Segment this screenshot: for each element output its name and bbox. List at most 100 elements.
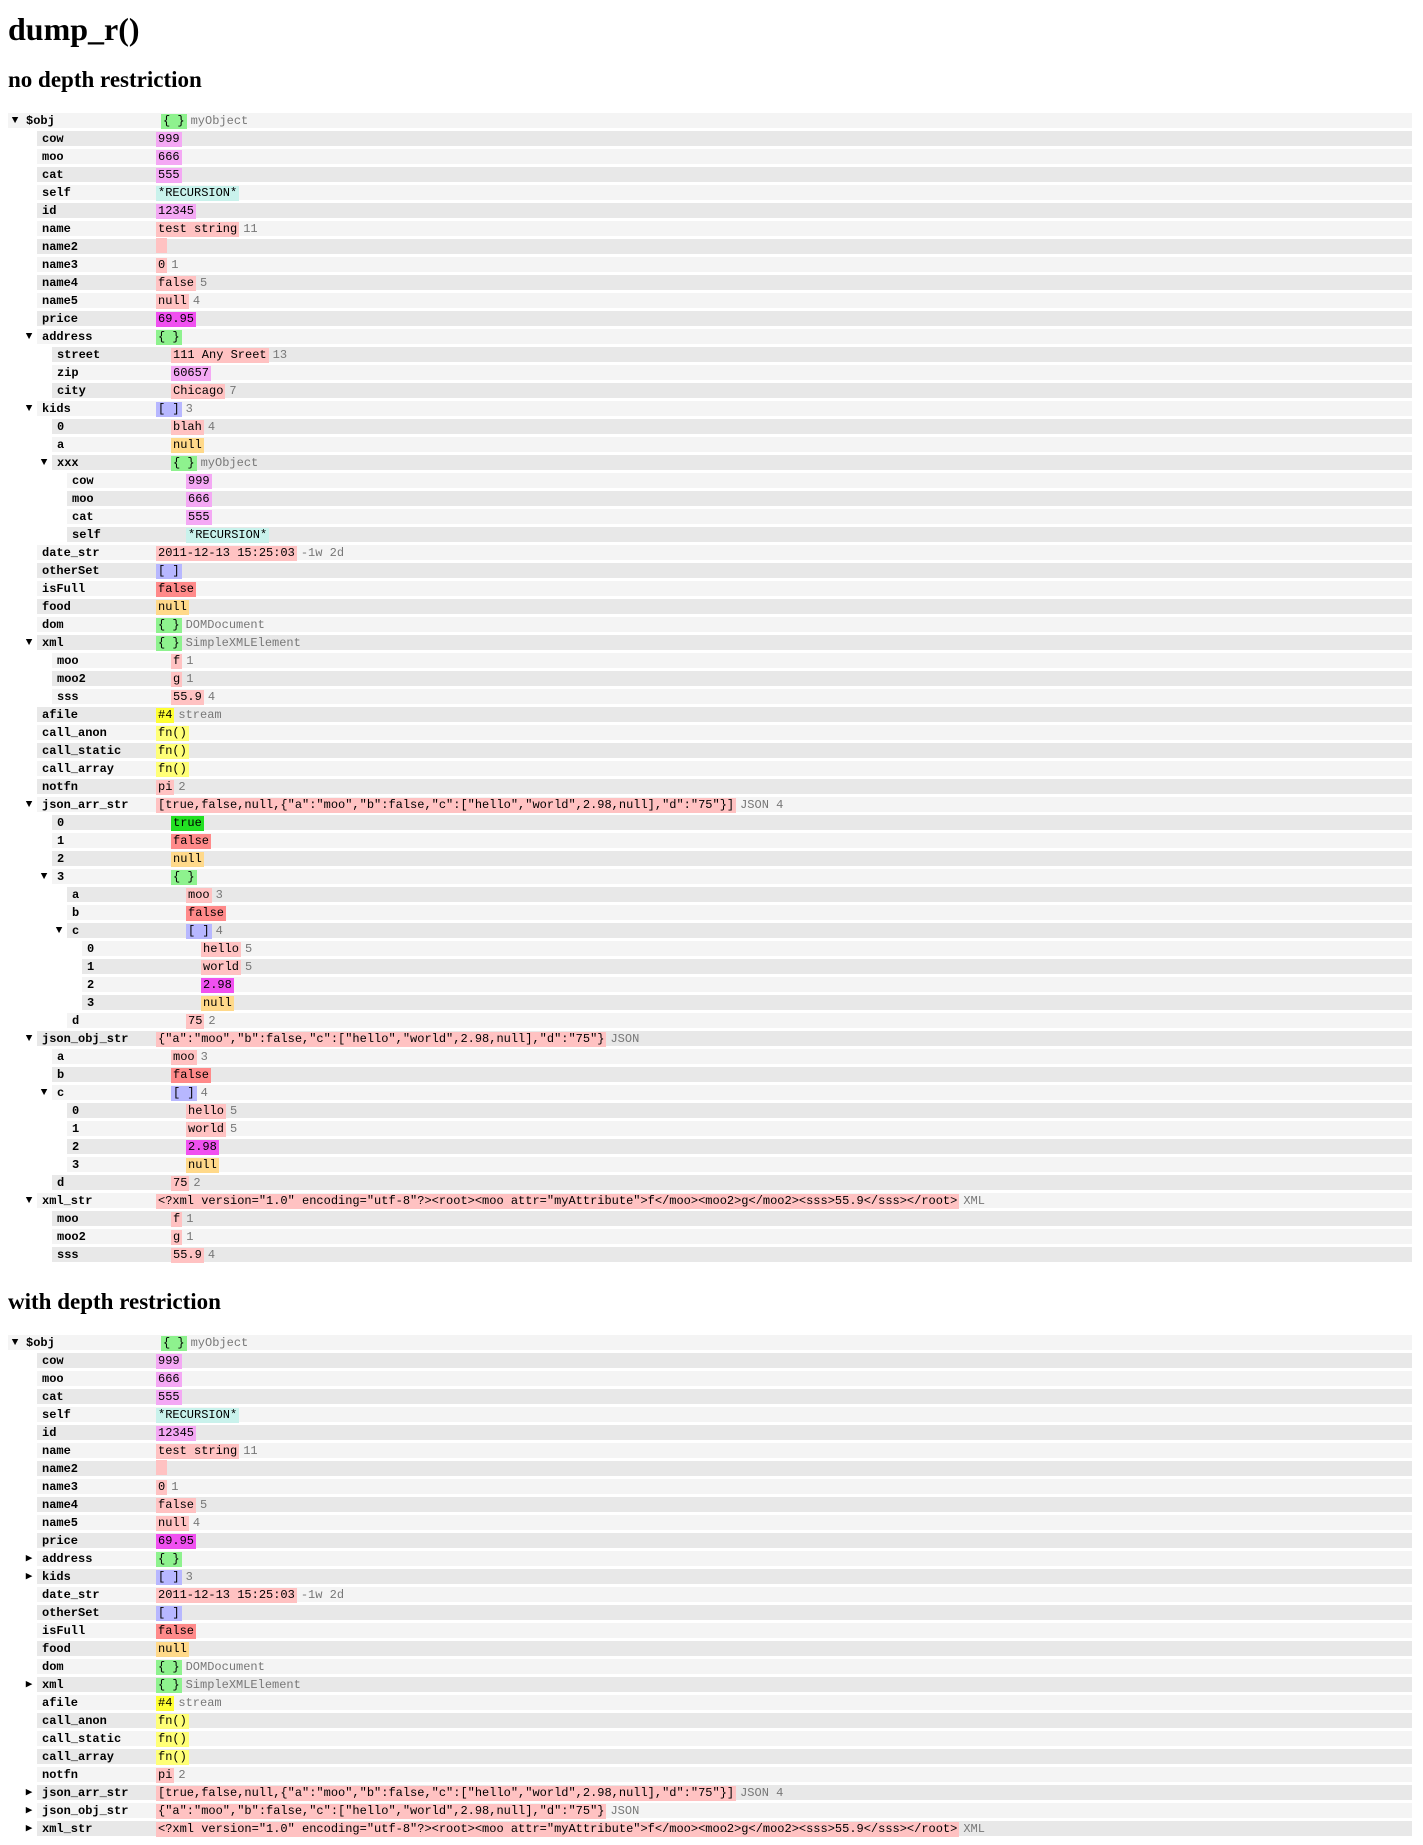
node-key: name3 <box>42 1480 79 1494</box>
expand-down-icon[interactable]: ▼ <box>11 1337 19 1349</box>
row-background <box>52 1211 1412 1226</box>
node-value: *RECURSION* <box>156 186 240 201</box>
row-background <box>37 1443 1412 1458</box>
expand-down-icon[interactable]: ▼ <box>25 403 33 415</box>
row-background <box>37 1461 1412 1476</box>
node-value: world <box>201 960 242 975</box>
tree-row[interactable]: ▼json_arr_str[true,false,null,{"a":"moo"… <box>8 796 1412 814</box>
tree-row[interactable]: ▼3{ } <box>8 868 1412 886</box>
tree-row[interactable]: ▼c[ ]4 <box>8 1084 1412 1102</box>
node-value: { } <box>156 330 182 345</box>
node-value: f <box>171 654 183 669</box>
tree-row[interactable]: ▼kids[ ]3 <box>8 400 1412 418</box>
node-value: [ ] <box>186 924 212 939</box>
node-meta: 11 <box>243 1444 258 1458</box>
row-background <box>52 689 1412 704</box>
node-key: cow <box>72 474 94 488</box>
row-background <box>37 1677 1412 1692</box>
node-meta: JSON <box>610 1804 640 1818</box>
tree-row[interactable]: ▼xml_str<?xml version="1.0" encoding="ut… <box>8 1192 1412 1210</box>
tree-row[interactable]: ▼address{ } <box>8 328 1412 346</box>
collapse-right-icon[interactable]: ▶ <box>25 1805 33 1817</box>
row-background <box>37 743 1412 758</box>
tree-row[interactable]: ▼xxx{ }myObject <box>8 454 1412 472</box>
collapse-right-icon[interactable]: ▶ <box>25 1823 33 1835</box>
collapse-right-icon[interactable]: ▶ <box>25 1553 33 1565</box>
expand-down-icon[interactable]: ▼ <box>40 1087 48 1099</box>
row-background <box>37 185 1412 200</box>
node-key: json_obj_str <box>42 1032 129 1046</box>
expand-down-icon[interactable]: ▼ <box>55 925 63 937</box>
expand-down-icon[interactable]: ▼ <box>25 331 33 343</box>
node-value: false <box>186 906 227 921</box>
tree-row[interactable]: ▼json_obj_str{"a":"moo","b":false,"c":["… <box>8 1030 1412 1048</box>
node-value: [ ] <box>171 1086 197 1101</box>
expand-down-icon[interactable]: ▼ <box>40 871 48 883</box>
node-value: 555 <box>186 510 212 525</box>
expand-down-icon[interactable]: ▼ <box>25 799 33 811</box>
tree-row[interactable]: ▶xml{ }SimpleXMLElement <box>8 1676 1412 1694</box>
row-background <box>37 1479 1412 1494</box>
node-meta: JSON 4 <box>740 798 784 812</box>
row-background <box>67 509 1412 524</box>
row-background <box>52 1229 1412 1244</box>
node-key: otherSet <box>42 564 100 578</box>
row-background <box>37 1623 1412 1638</box>
node-value: [true,false,null,{"a":"moo","b":false,"c… <box>156 1786 737 1801</box>
node-key: json_obj_str <box>42 1804 129 1818</box>
node-meta: 2 <box>178 780 186 794</box>
collapse-right-icon[interactable]: ▶ <box>25 1787 33 1799</box>
node-key: food <box>42 600 71 614</box>
collapse-right-icon[interactable]: ▶ <box>25 1679 33 1691</box>
node-value: false <box>156 276 197 291</box>
node-key: 2 <box>57 852 65 866</box>
expand-down-icon[interactable]: ▼ <box>11 115 19 127</box>
node-meta: 1 <box>171 258 179 272</box>
row-background <box>37 1497 1412 1512</box>
node-value: null <box>156 600 189 615</box>
node-value: { } <box>161 114 187 129</box>
expand-down-icon[interactable]: ▼ <box>25 637 33 649</box>
tree-row[interactable]: ▼xml{ }SimpleXMLElement <box>8 634 1412 652</box>
node-value: fn() <box>156 726 189 741</box>
tree-row[interactable]: ▶json_arr_str[true,false,null,{"a":"moo"… <box>8 1784 1412 1802</box>
node-value: false <box>171 834 212 849</box>
node-meta: 4 <box>192 1516 201 1530</box>
tree-row[interactable]: ▶xml_str<?xml version="1.0" encoding="ut… <box>8 1820 1412 1838</box>
node-meta: 4 <box>200 1086 208 1100</box>
tree-row[interactable]: ▼$obj{ }myObject <box>8 1334 1412 1352</box>
row-background <box>37 707 1412 722</box>
node-key: id <box>42 1426 57 1440</box>
collapse-right-icon[interactable]: ▶ <box>25 1571 33 1583</box>
node-meta: 3 <box>215 888 223 902</box>
tree-row[interactable]: ▶address{ } <box>8 1550 1412 1568</box>
node-meta: 3 <box>185 1570 193 1584</box>
row-background <box>52 1247 1412 1262</box>
row-background <box>37 1569 1412 1584</box>
node-key: self <box>42 186 71 200</box>
node-key: call_anon <box>42 726 107 740</box>
node-key: name4 <box>42 1498 79 1512</box>
tree-row[interactable]: ▼$obj{ }myObject <box>8 112 1412 130</box>
tree-row[interactable]: ▶json_obj_str{"a":"moo","b":false,"c":["… <box>8 1802 1412 1820</box>
expand-down-icon[interactable]: ▼ <box>25 1195 33 1207</box>
tree-row[interactable]: ▶kids[ ]3 <box>8 1568 1412 1586</box>
node-key: 2 <box>72 1140 80 1154</box>
node-value: 555 <box>156 168 182 183</box>
node-meta: 11 <box>243 222 258 236</box>
node-key: date_str <box>42 1588 100 1602</box>
node-key: name2 <box>42 240 79 254</box>
tree-row[interactable]: ▼c[ ]4 <box>8 922 1412 940</box>
expand-down-icon[interactable]: ▼ <box>40 457 48 469</box>
node-meta: -1w 2d <box>300 546 345 560</box>
row-background <box>67 1157 1412 1172</box>
node-value: #4 <box>156 1696 175 1711</box>
expand-down-icon[interactable]: ▼ <box>25 1033 33 1045</box>
tree-row: name2 <box>8 238 1412 256</box>
row-background <box>67 1103 1412 1118</box>
